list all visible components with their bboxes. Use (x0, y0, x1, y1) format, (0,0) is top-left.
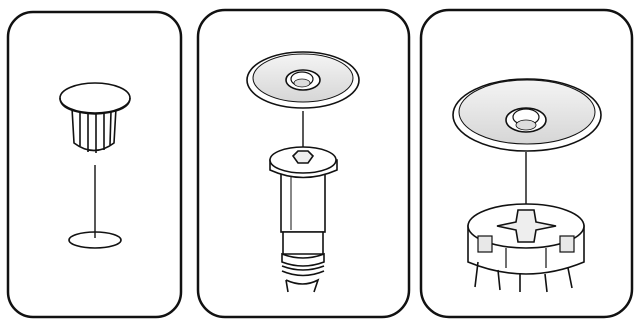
large-cover-cap-icon (453, 79, 601, 151)
panel-1-frame (8, 12, 181, 317)
cover-cap-icon (247, 52, 359, 108)
panel-2 (198, 10, 409, 317)
panel-1 (8, 12, 181, 317)
panel-3 (421, 10, 632, 317)
